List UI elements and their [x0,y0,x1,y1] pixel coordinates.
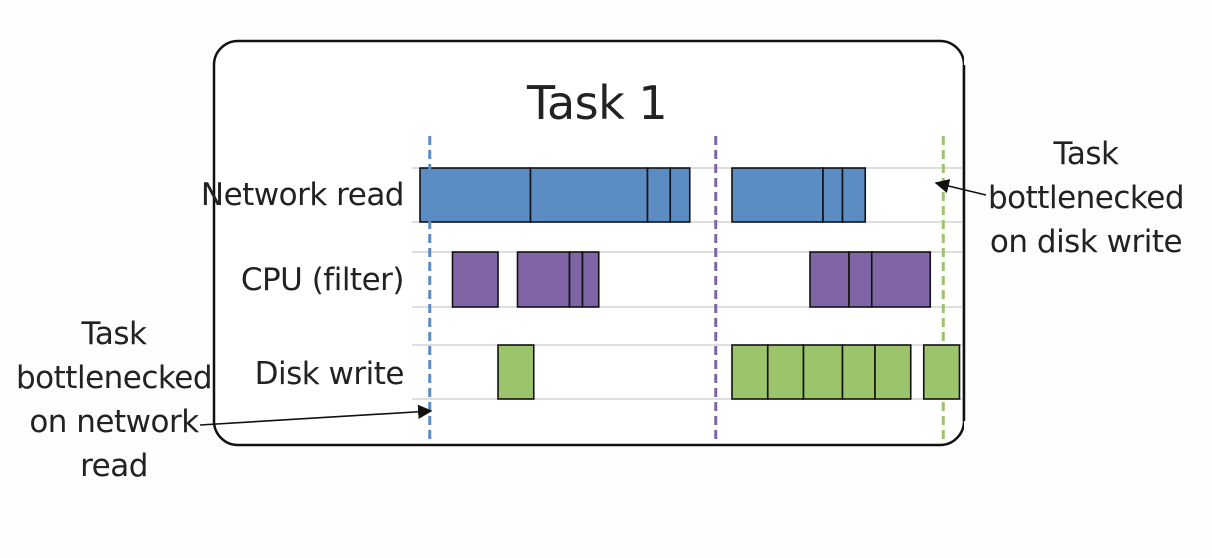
task-segment [731,167,824,223]
note-right: Task bottlenecked on disk write [986,132,1186,264]
panel-clip [964,41,1212,445]
task-segment [568,251,584,308]
arrow-to-network-marker [199,404,433,426]
task-segment [646,167,672,223]
task-segment [669,167,691,223]
task-title: Task 1 [527,76,668,130]
note-left-line: read [80,448,148,484]
task-segment [529,167,649,223]
task-segment [766,344,805,400]
task-segment [922,344,961,400]
row-label-network-read: Network read [200,177,405,213]
note-left-line: Task [81,316,147,352]
note-right-line: Task [1053,136,1119,172]
task-segment [848,251,873,308]
task-segment [451,251,499,308]
row-label-cpu-filter: CPU (filter) [240,262,405,298]
task-segment [841,167,867,223]
task-segment [516,251,571,308]
note-left-line: bottlenecked [16,360,213,396]
task-segment [497,344,535,400]
note-right-line: on disk write [989,224,1183,260]
task-segment [870,251,932,308]
note-left-line: on network [29,404,199,440]
arrow-to-disk-marker [934,179,987,196]
task-segment [874,344,912,400]
task-segment [419,167,532,223]
row-label-disk-write: Disk write [254,356,405,392]
task-segment [809,251,850,308]
note-left: Task bottlenecked on network read [8,312,220,488]
task-segment [581,251,600,308]
task-segment [822,167,844,223]
task-segment [731,344,769,400]
note-right-line: bottlenecked [988,180,1185,216]
task-segment [841,344,876,400]
task-segment [802,344,844,400]
